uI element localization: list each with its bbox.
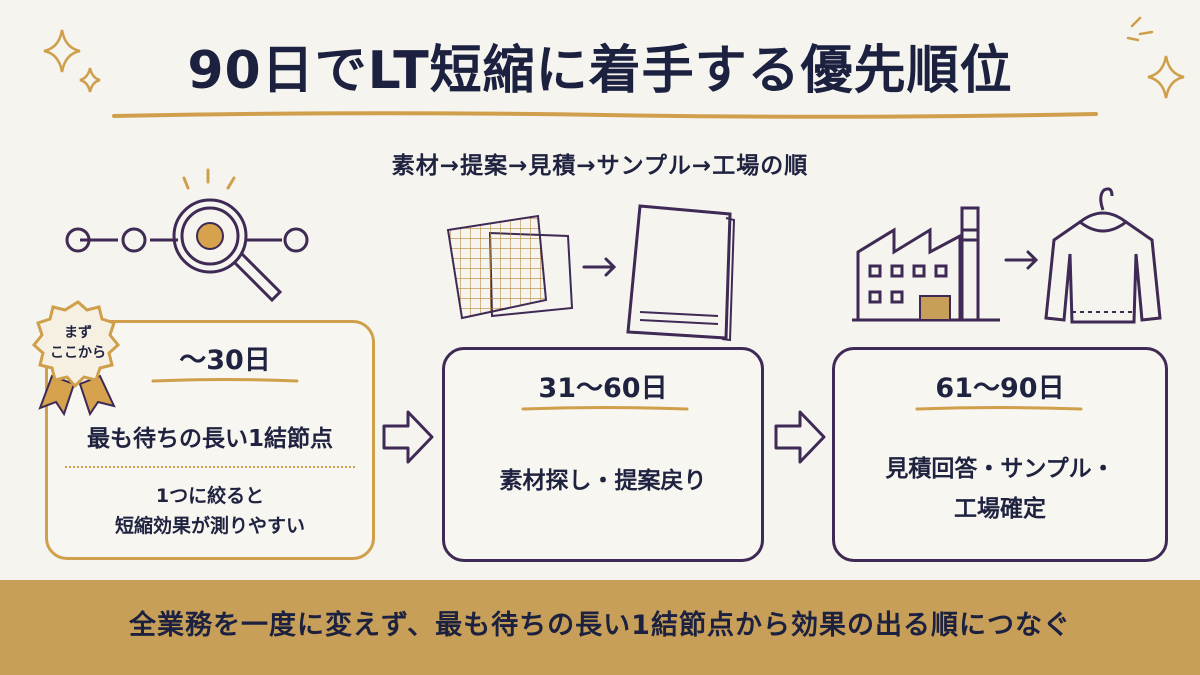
phase-2-period: 31〜60日 (538, 373, 668, 404)
period-underline (521, 406, 689, 411)
sparkle-icon (1126, 16, 1185, 99)
rosette-badge-icon (31, 300, 121, 416)
phase-3-period: 61〜90日 (935, 373, 1065, 404)
arrow-right-icon (582, 257, 617, 277)
phase-1-note-2: 短縮効果が測りやすい (114, 515, 305, 537)
document-icon (626, 204, 736, 342)
phase-card-2 (442, 347, 764, 562)
phase-1-text: 最も待ちの長い1結節点 (86, 426, 333, 452)
footer-band (0, 580, 1200, 675)
page-title: 90日でLT短縮に着手する優先順位 (187, 41, 1013, 101)
dotted-divider (65, 466, 355, 468)
period-underline (151, 378, 299, 383)
phase-3-text-2: 工場確定 (954, 496, 1046, 522)
period-underline (915, 406, 1083, 411)
magnifier-nodes-icon (65, 168, 309, 303)
flow-subtitle: 素材→提案→見積→サンプル→工場の順 (391, 153, 809, 179)
footer-message: 全業務を一度に変えず、最も待ちの長い1結節点から効果の出る順につなぐ (129, 610, 1071, 641)
sweater-icon (1044, 187, 1162, 324)
phase-3-text-1: 見積回答・サンプル・ (885, 456, 1115, 482)
sparkle-icon (43, 29, 101, 93)
hollow-arrow-icon (382, 410, 434, 464)
title-underline (112, 111, 1098, 119)
fabric-swatch-icon (446, 214, 574, 320)
factory-icon (852, 206, 1000, 322)
hollow-arrow-icon (774, 410, 826, 464)
phase-1-note-1: 1つに絞ると (155, 485, 265, 507)
badge-line-2: ここから (50, 345, 106, 361)
phase-1-period: 〜30日 (179, 345, 271, 376)
phase-card-3 (832, 347, 1168, 562)
arrow-right-icon (1004, 250, 1039, 270)
phase-2-text: 素材探し・提案戻り (499, 468, 707, 494)
badge-line-1: まず (64, 325, 92, 341)
